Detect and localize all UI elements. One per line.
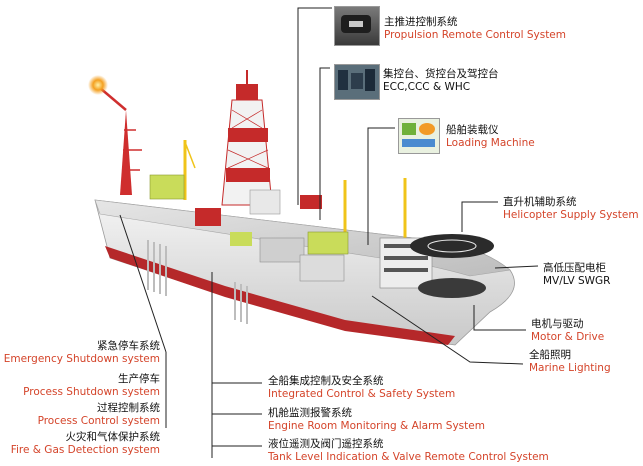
callout-tank: 液位遥测及阀门遥控系统 Tank Level Indication & Valv…	[268, 438, 549, 464]
callout-mvlv-zh: 高低压配电柜	[543, 262, 606, 274]
callout-motor-zh: 电机与驱动	[531, 318, 584, 330]
callout-esd-zh: 紧急停车系统	[97, 340, 160, 352]
callout-fgd-en: Fire & Gas Detection system	[10, 444, 160, 456]
callout-pcs-zh: 过程控制系统	[97, 402, 160, 414]
leader-lines	[119, 7, 539, 458]
riser-pipes	[147, 240, 248, 324]
callout-emas: 机舱监测报警系统 Engine Room Monitoring & Alarm …	[268, 407, 485, 433]
callout-tank-en: Tank Level Indication & Valve Remote Con…	[268, 451, 549, 463]
callout-motor: 电机与驱动 Motor & Drive	[531, 318, 604, 344]
callout-psd-en: Process Shutdown system	[23, 386, 160, 398]
callout-loading: 船舶装载仪 Loading Machine	[446, 124, 535, 150]
callout-loading-en: Loading Machine	[446, 137, 535, 149]
callout-fgd: 火灾和气体保护系统 Fire & Gas Detection system	[11, 431, 160, 457]
process-modules	[149, 174, 349, 282]
callout-pcs: 过程控制系统 Process Control system	[38, 402, 160, 428]
callout-psd: 生产停车 Process Shutdown system	[23, 373, 160, 399]
deck-cranes	[183, 140, 407, 238]
callout-lighting-zh: 全船照明	[529, 349, 571, 361]
callout-psd-zh: 生产停车	[118, 373, 160, 385]
callout-ecc: 集控台、货控台及驾控台 ECC,CCC & WHC	[383, 68, 499, 94]
callout-propulsion-zh: 主推进控制系统	[384, 16, 458, 28]
control-room-photo	[334, 64, 380, 100]
callout-icss-en: Integrated Control & Safety System	[268, 388, 456, 400]
callout-lighting: 全船照明 Marine Lighting	[529, 349, 611, 375]
callout-emas-zh: 机舱监测报警系统	[268, 407, 352, 419]
callout-helicopter-en: Helicopter Supply System	[503, 209, 639, 221]
callout-esd: 紧急停车系统 Emergency Shutdown system	[4, 340, 160, 366]
callout-pcs-en: Process Control system	[37, 415, 160, 427]
callout-icss: 全船集成控制及安全系统 Integrated Control & Safety …	[268, 375, 455, 401]
callout-motor-en: Motor & Drive	[531, 331, 605, 343]
callout-emas-en: Engine Room Monitoring & Alarm System	[268, 420, 485, 432]
loading-screen-icon	[398, 118, 440, 154]
callout-helicopter: 直升机辅助系统 Helicopter Supply System	[503, 196, 639, 222]
callout-fgd-zh: 火灾和气体保护系统	[65, 431, 161, 443]
callout-ecc-zh: 集控台、货控台及驾控台	[383, 68, 499, 80]
callout-propulsion-en: Propulsion Remote Control System	[384, 29, 566, 41]
derrick-tower	[221, 70, 273, 206]
callout-propulsion: 主推进控制系统 Propulsion Remote Control System	[384, 16, 566, 42]
helideck	[410, 234, 494, 298]
callout-tank-zh: 液位遥测及阀门遥控系统	[268, 438, 384, 450]
callout-mvlv: 高低压配电柜 MV/LV SWGR	[543, 262, 610, 288]
callout-loading-zh: 船舶装载仪	[446, 124, 499, 136]
callout-mvlv-en: MV/LV SWGR	[543, 275, 611, 287]
callout-ecc-en: ECC,CCC & WHC	[383, 81, 471, 93]
flare-tower	[88, 75, 142, 195]
control-panel-photo	[334, 6, 380, 46]
callout-esd-en: Emergency Shutdown system	[3, 353, 160, 365]
callout-helicopter-zh: 直升机辅助系统	[503, 196, 577, 208]
callout-icss-zh: 全船集成控制及安全系统	[268, 375, 384, 387]
callout-lighting-en: Marine Lighting	[529, 362, 611, 374]
